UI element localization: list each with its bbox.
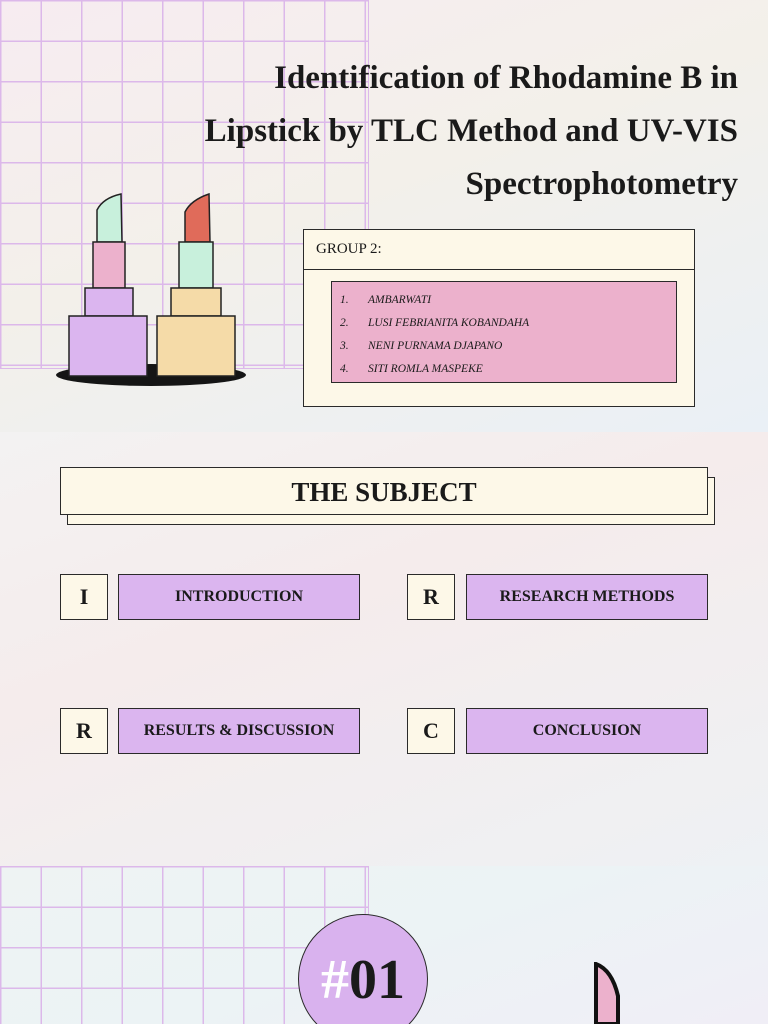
subject-heading: THE SUBJECT [60,467,708,515]
list-item: 1. AMBARWATI [340,289,676,312]
topic-introduction[interactable]: INTRODUCTION [118,574,360,620]
member-name: AMBARWATI [368,294,432,306]
lipstick-illustration [594,962,620,1024]
badge-hash: # [321,949,349,1011]
member-number: 1. [340,294,349,306]
subject-slide: THE SUBJECT I INTRODUCTION R RESEARCH ME… [0,432,768,866]
topic-letter: R [60,708,108,754]
presentation-title: Identification of Rhodamine B in Lipstic… [78,52,738,211]
title-line: Identification of Rhodamine B in [274,60,738,96]
member-number: 3. [340,340,349,352]
member-number: 2. [340,317,349,329]
topic-conclusion[interactable]: CONCLUSION [466,708,708,754]
section-number-badge: #01 [298,914,428,1024]
title-line: Lipstick by TLC Method and UV-VIS [204,113,738,149]
list-item: 3. NENI PURNAMA DJAPANO [340,335,676,358]
topic-results-discussion[interactable]: RESULTS & DISCUSSION [118,708,360,754]
group-card: GROUP 2: 1. AMBARWATI 2. LUSI FEBRIANITA… [303,229,695,407]
list-item: 2. LUSI FEBRIANITA KOBANDAHA [340,312,676,335]
lipstick-illustration [56,192,246,386]
member-list: 1. AMBARWATI 2. LUSI FEBRIANITA KOBANDAH… [331,281,677,383]
member-name: SITI ROMLA MASPEKE [368,363,483,375]
title-line: Spectrophotometry [465,166,738,202]
member-name: LUSI FEBRIANITA KOBANDAHA [368,317,530,329]
title-slide: Identification of Rhodamine B in Lipstic… [0,0,768,432]
topic-letter: R [407,574,455,620]
topic-letter: I [60,574,108,620]
group-label: GROUP 2: [304,230,694,270]
topic-letter: C [407,708,455,754]
badge-number: 01 [349,949,405,1011]
member-name: NENI PURNAMA DJAPANO [368,340,503,352]
member-number: 4. [340,363,349,375]
topic-research-methods[interactable]: RESEARCH METHODS [466,574,708,620]
section-slide: #01 [0,866,768,1024]
list-item: 4. SITI ROMLA MASPEKE [340,358,676,381]
